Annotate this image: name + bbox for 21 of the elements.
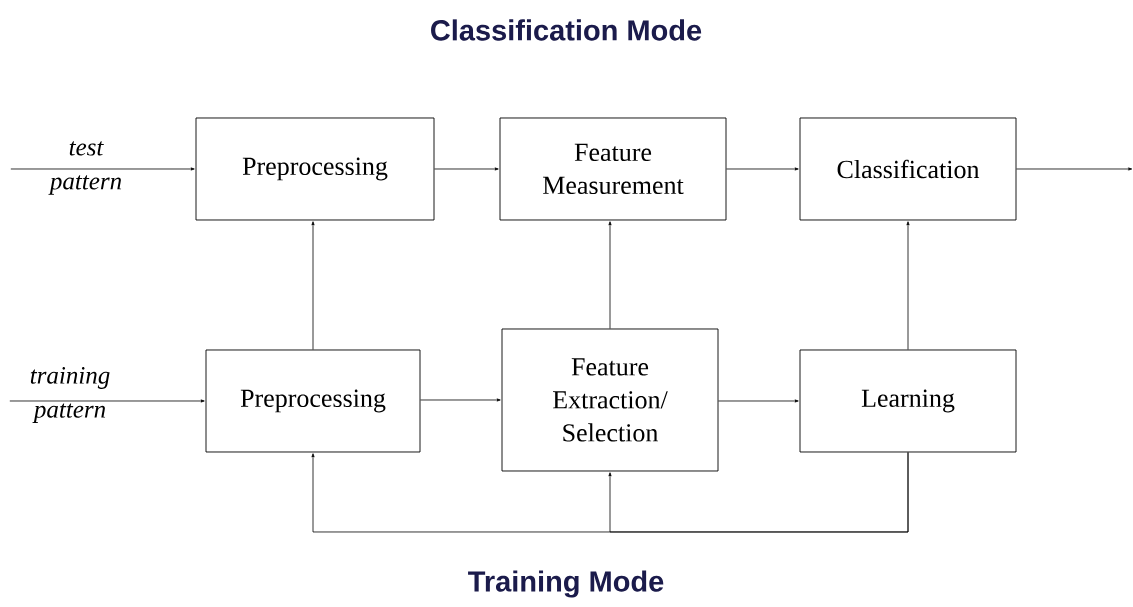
process-box: Classification (799, 117, 1017, 221)
arrow (9, 399, 205, 403)
arrow (608, 221, 612, 329)
arrow (1016, 167, 1133, 171)
heading: Classification Mode (431, 19, 702, 41)
heading: Training Mode (468, 570, 664, 598)
arrow (10, 167, 195, 171)
process-box: Learning (799, 349, 1017, 453)
input-label: training pattern (30, 367, 110, 423)
arrow (726, 167, 799, 171)
process-box: Feature Measurement (499, 117, 727, 221)
arrow (718, 399, 799, 403)
arrow (311, 221, 315, 350)
process-box: Preprocessing (205, 349, 421, 453)
process-box: Feature Extraction/ Selection (501, 328, 719, 472)
arrow (608, 452, 909, 533)
arrow (420, 398, 501, 402)
input-label: test pattern (48, 141, 122, 195)
process-box: Preprocessing (195, 117, 435, 221)
arrow (906, 221, 910, 350)
arrow (434, 167, 499, 171)
